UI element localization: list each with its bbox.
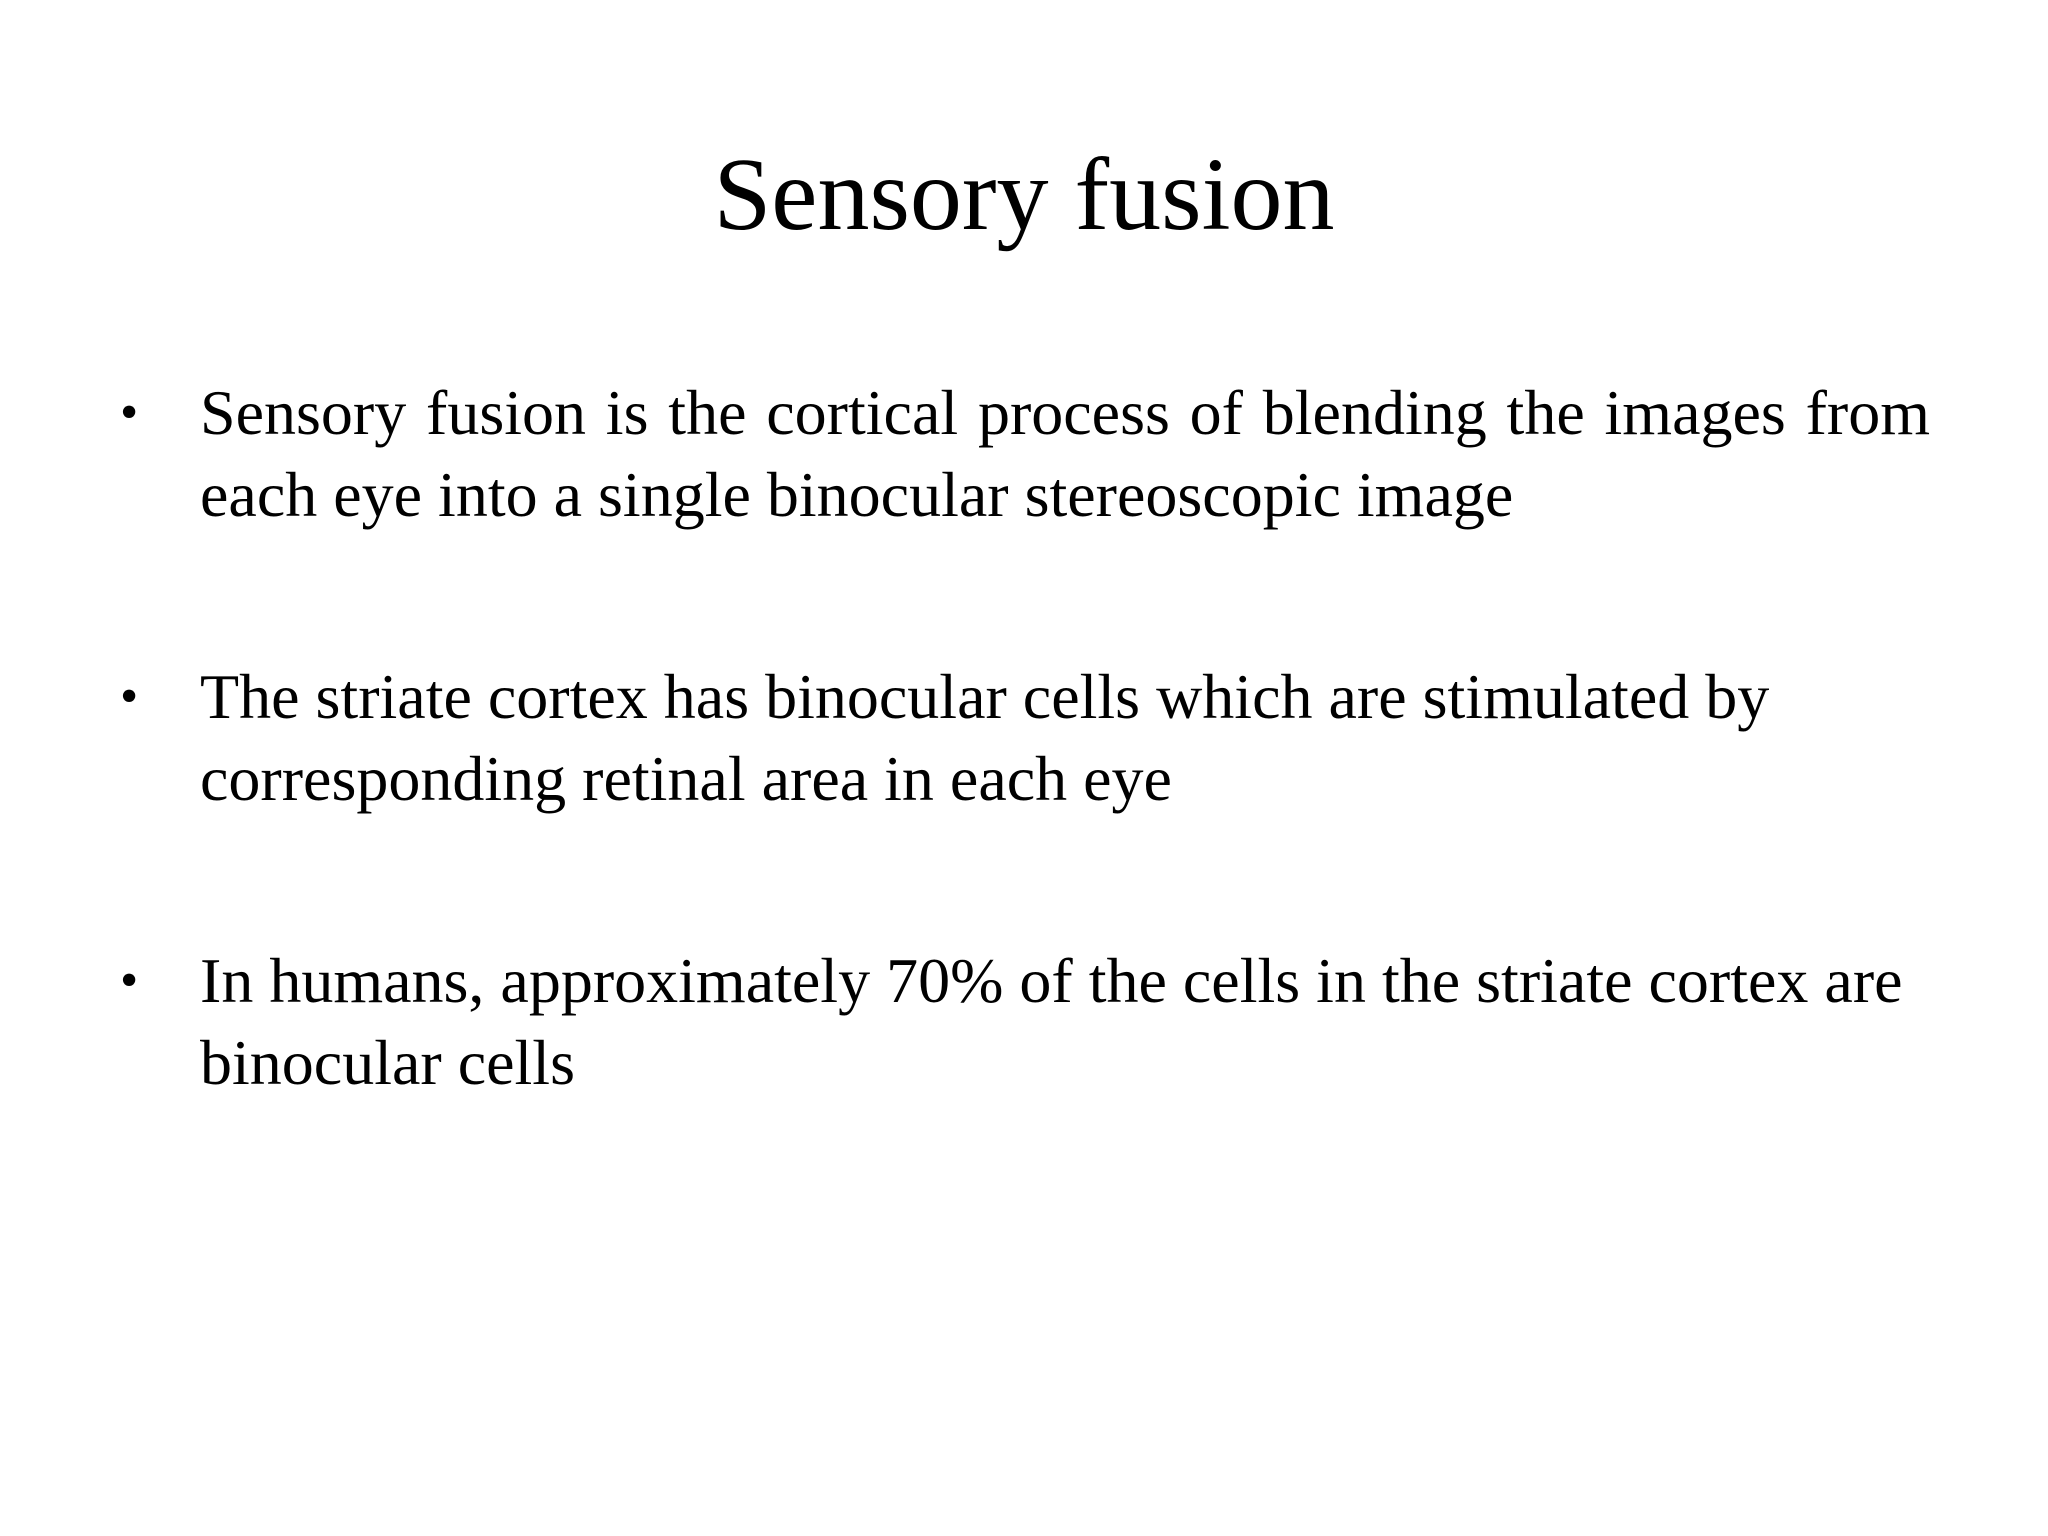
bullet-text: In humans, approximately 70% of the cell… bbox=[200, 945, 1903, 1098]
bullet-list: • Sensory fusion is the cortical process… bbox=[120, 372, 1930, 1104]
bullet-dot-icon: • bbox=[120, 952, 139, 1009]
bullet-item: • Sensory fusion is the cortical process… bbox=[120, 372, 1930, 536]
bullet-text: The striate cortex has binocular cells w… bbox=[200, 661, 1770, 814]
bullet-item: • In humans, approximately 70% of the ce… bbox=[120, 940, 1930, 1104]
bullet-dot-icon: • bbox=[120, 384, 139, 441]
bullet-text: Sensory fusion is the cortical process o… bbox=[200, 377, 1930, 530]
bullet-dot-icon: • bbox=[120, 668, 139, 725]
bullet-item: • The striate cortex has binocular cells… bbox=[120, 656, 1930, 820]
slide-title: Sensory fusion bbox=[713, 137, 1335, 252]
